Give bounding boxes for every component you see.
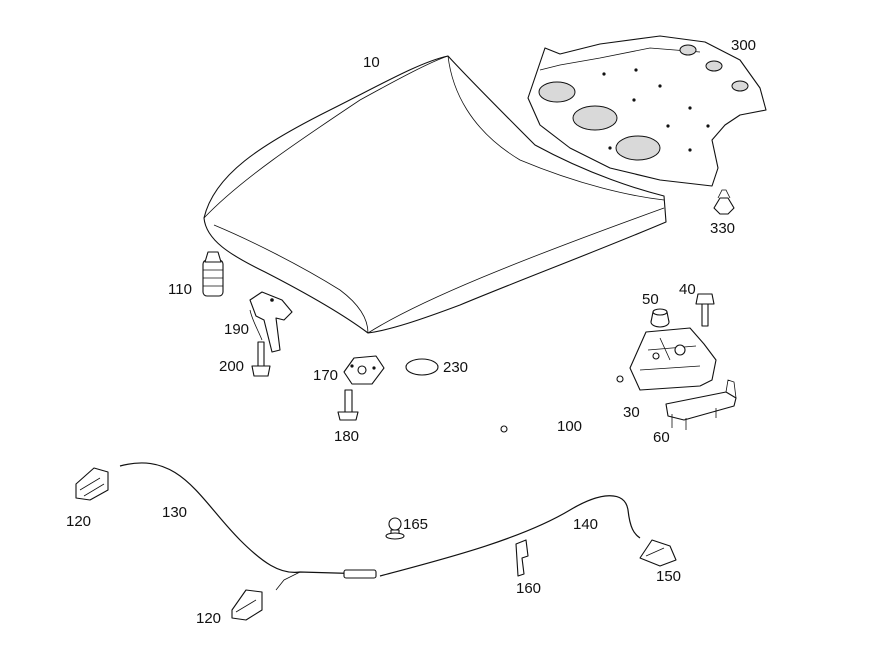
lock-30-part [629, 327, 717, 391]
callout-130: 130 [162, 504, 188, 521]
bump-stop-110-part [202, 251, 224, 297]
release-handle-120-bottom-part [231, 589, 263, 621]
gas-strut-100-part [500, 375, 624, 433]
callout-110: 110 [168, 281, 192, 298]
callout-60: 60 [653, 429, 670, 446]
callout-10: 10 [363, 54, 380, 71]
callout-300: 300 [731, 37, 757, 54]
callout-200: 200 [219, 358, 245, 375]
callout-50: 50 [642, 291, 659, 308]
callout-330: 330 [710, 220, 736, 237]
hinge-190-part [249, 291, 293, 353]
callout-170: 170 [313, 367, 339, 384]
callout-190: 190 [224, 321, 250, 338]
callout-100: 100 [557, 418, 583, 435]
pad-230-part [405, 358, 439, 376]
release-handle-120-top-part [75, 467, 109, 501]
cable-connector-part [343, 569, 377, 579]
bolt-200-part [251, 341, 271, 377]
cable-130-end-part [275, 571, 301, 591]
cable-140-part [379, 495, 641, 577]
callout-160: 160 [516, 580, 542, 597]
callout-30: 30 [623, 404, 640, 421]
clip-330-part [713, 189, 735, 215]
hood-part [203, 55, 667, 334]
callout-120-top: 120 [66, 513, 92, 530]
holder-160-part [515, 539, 529, 577]
callout-165: 165 [403, 516, 429, 533]
bolt-180-part [337, 389, 359, 421]
callout-40: 40 [679, 281, 696, 298]
callout-230: 230 [443, 359, 469, 376]
lever-150-part [639, 539, 677, 567]
insulation-pad-part [527, 35, 767, 187]
cable-130-part [119, 462, 371, 575]
callout-140: 140 [573, 516, 599, 533]
callout-150: 150 [656, 568, 682, 585]
bolt-40-part [695, 293, 715, 327]
bracket-170-part [343, 355, 385, 385]
clip-165-part [385, 517, 405, 540]
buffer-50-part [650, 308, 670, 328]
bracket-60-part [665, 379, 737, 430]
callout-120-bottom: 120 [196, 610, 222, 627]
callout-180: 180 [334, 428, 360, 445]
